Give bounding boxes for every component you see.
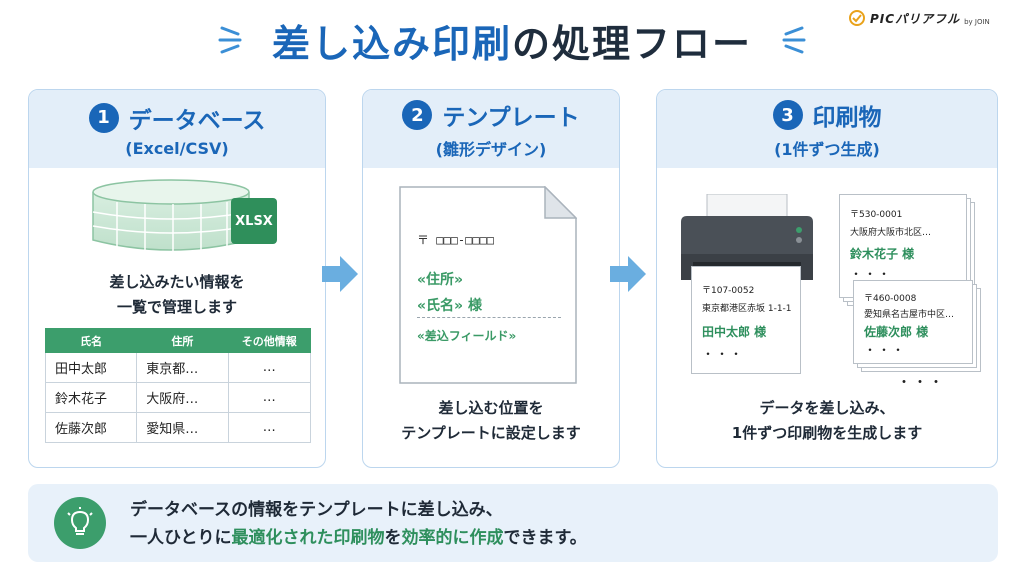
sparkle-left-icon — [218, 26, 242, 54]
more-ellipsis: ・・・ — [897, 375, 945, 391]
table-cell: 愛知県… — [136, 412, 229, 443]
table-cell: 東京都… — [136, 352, 229, 383]
step-number: 3 — [772, 100, 803, 130]
step-subtitle: (1件ずつ生成) — [774, 140, 880, 159]
field-address: «住所» — [417, 272, 464, 288]
brand-logo: PICパリアフル by JOIN — [848, 8, 1008, 28]
panel-header: 1 データベース (Excel/CSV) — [29, 90, 325, 168]
step-panel-template: 2 テンプレート (雛形デザイン) 〒 □□□-□□□□ «住所» «氏名» 様… — [362, 89, 620, 468]
printed-card: 〒107-0052 東京都港区赤坂 1-1-1 田中太郎 様 ・・・ — [691, 266, 801, 374]
flow-arrow-icon — [322, 256, 358, 292]
step-number: 1 — [88, 102, 119, 133]
summary-banner: データベースの情報をテンプレートに差し込み、 一人ひとりに最適化された印刷物を効… — [28, 484, 998, 562]
document-icon — [399, 186, 577, 384]
field-other: «差込フィールド» — [417, 329, 517, 343]
step-title: 印刷物 — [812, 105, 882, 131]
table-row: 鈴木花子 大阪府… … — [44, 382, 312, 413]
panel-header: 3 印刷物 (1件ずつ生成) — [657, 90, 997, 168]
template-postal: 〒 □□□-□□□□ — [417, 233, 495, 247]
logo-sub: by JOIN — [964, 18, 990, 26]
table-cell: 鈴木花子 — [44, 382, 138, 413]
step-description: 差し込みたい情報を 一覧で管理します — [109, 273, 245, 316]
table-cell: 佐藤次郎 — [44, 412, 138, 443]
table-row: 佐藤次郎 愛知県… … — [44, 412, 312, 443]
table-row: 田中太郎 東京都… … — [44, 352, 312, 383]
table-header: 氏名 — [44, 328, 138, 353]
page-title: 差し込み印刷の処理フロー — [271, 21, 753, 66]
step-number: 2 — [402, 100, 433, 130]
step-title: データベース — [128, 107, 266, 134]
field-name: «氏名» 様 — [417, 298, 482, 314]
table-cell: 田中太郎 — [44, 352, 138, 383]
step-description: 差し込む位置を テンプレートに設定します — [401, 399, 581, 442]
table-cell: … — [227, 352, 312, 383]
step-subtitle: (Excel/CSV) — [125, 138, 229, 158]
table-header: 住所 — [136, 328, 229, 353]
step-subtitle: (雛形デザイン) — [435, 140, 547, 159]
step-panel-database: 1 データベース (Excel/CSV) XLSX 差し込みたい情報を 一覧で管… — [28, 89, 326, 468]
title-area: 差し込み印刷の処理フロー — [0, 8, 1024, 72]
table-cell: … — [227, 382, 312, 413]
printed-card: 〒460-0008 愛知県名古屋市中区… 佐藤次郎 様 ・・・ — [853, 280, 973, 364]
data-table: 氏名 住所 その他情報 田中太郎 東京都… … 鈴木花子 大阪府… … 佐藤次郎… — [44, 328, 312, 443]
xlsx-badge: XLSX — [231, 198, 277, 244]
lightbulb-icon — [54, 497, 106, 549]
summary-text: データベースの情報をテンプレートに差し込み、 一人ひとりに最適化された印刷物を効… — [130, 500, 587, 548]
step-title: テンプレート — [442, 105, 580, 131]
logo-sun-icon — [849, 10, 865, 26]
table-cell: … — [227, 412, 312, 443]
step-panel-output: 3 印刷物 (1件ずつ生成) 〒107-0052 東京都港区赤坂 1-1-1 田… — [656, 89, 998, 468]
table-cell: 大阪府… — [136, 382, 229, 413]
table-header: その他情報 — [227, 328, 312, 353]
flow-arrow-icon — [610, 256, 646, 292]
sparkle-right-icon — [782, 26, 806, 54]
divider — [417, 317, 561, 318]
step-description: データを差し込み、 1件ずつ印刷物を生成します — [731, 399, 923, 442]
template-document: 〒 □□□-□□□□ «住所» «氏名» 様 «差込フィールド» — [399, 186, 577, 384]
logo-text: PICパリアフル — [870, 11, 961, 26]
panel-header: 2 テンプレート (雛形デザイン) — [363, 90, 619, 168]
